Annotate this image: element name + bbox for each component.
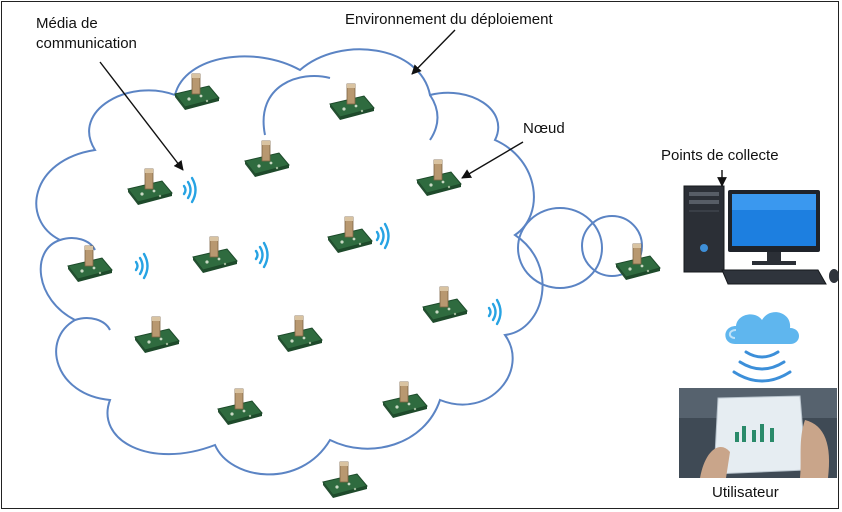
media-label-line1: Média de — [36, 15, 98, 32]
wifi-signal-icon — [254, 241, 269, 269]
collection-point-label: Points de collecte — [661, 147, 779, 164]
sensor-node-icon — [329, 83, 375, 121]
wifi-signal-icon — [487, 298, 502, 326]
tablet-user-icon — [679, 388, 837, 478]
media-arrow — [99, 61, 184, 171]
media-label-line2: communication — [36, 35, 137, 52]
wifi-signal-icon — [182, 176, 197, 204]
media-label: Média de communication — [36, 14, 137, 54]
sensor-node-icon — [192, 236, 238, 274]
sensor-node-icon — [327, 216, 373, 254]
sensor-node-icon — [127, 168, 173, 206]
user-label: Utilisateur — [712, 484, 779, 501]
sensor-node-icon — [174, 73, 220, 111]
desktop-computer-icon — [683, 185, 839, 285]
node-arrow — [461, 141, 524, 179]
sensor-node-icon — [422, 286, 468, 324]
wifi-signal-icon — [375, 222, 390, 250]
sensor-node-icon — [244, 140, 290, 178]
sensor-node-icon — [67, 245, 113, 283]
node-label: Nœud — [523, 120, 565, 137]
sensor-node-icon — [134, 316, 180, 354]
deployment-cloud — [35, 48, 544, 476]
annotation-arrows — [99, 29, 727, 187]
sensor-node-icon — [322, 461, 368, 499]
sensor-node-icon — [382, 381, 428, 419]
environment-label: Environnement du déploiement — [345, 11, 553, 28]
cloud-icon — [725, 312, 799, 383]
sensor-node-icon — [615, 243, 661, 281]
sensor-node-icon — [416, 159, 462, 197]
link-loops — [517, 207, 643, 289]
environment-arrow — [411, 29, 456, 75]
sensor-node-icon — [217, 388, 263, 426]
wifi-signal-icon — [134, 252, 149, 280]
sensor-node-icon — [277, 315, 323, 353]
